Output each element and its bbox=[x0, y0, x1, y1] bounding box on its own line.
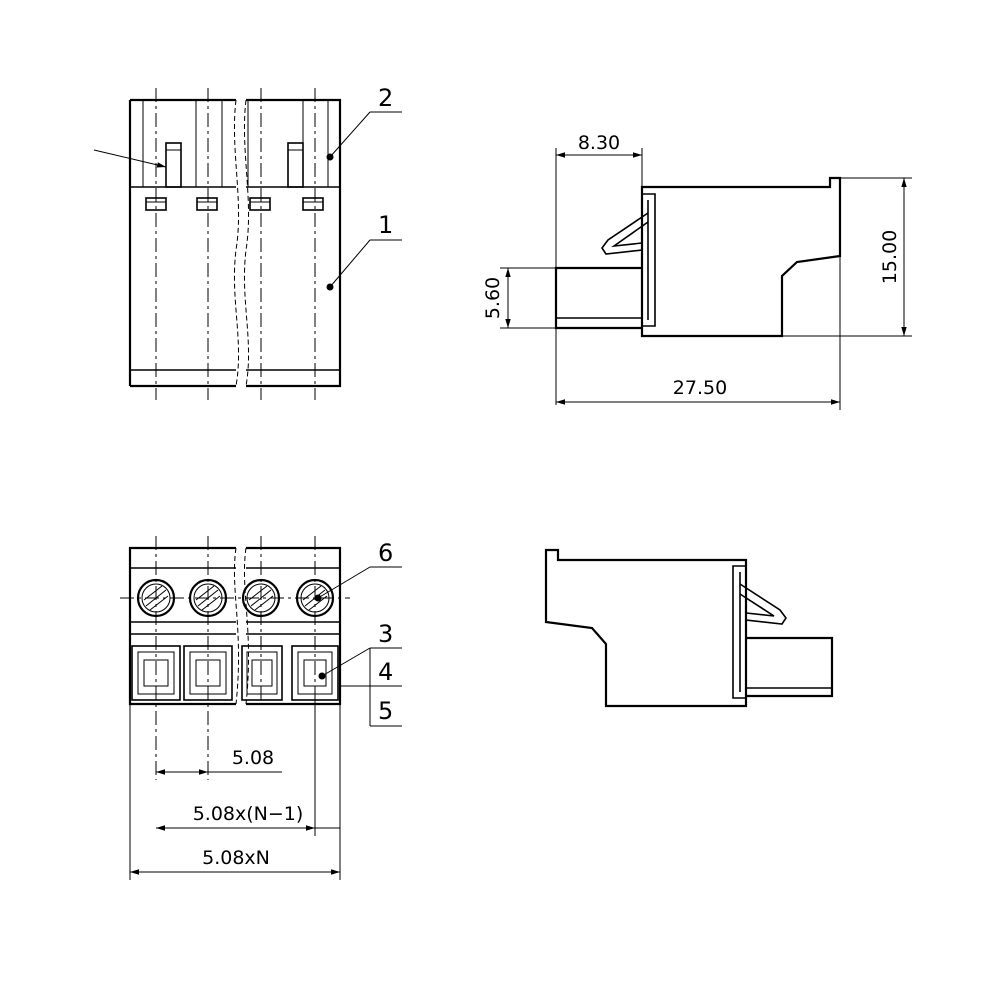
dim-pitch: 5.08 bbox=[232, 747, 274, 769]
dim-span: 5.08x(N−1) bbox=[193, 803, 304, 825]
test-window bbox=[249, 197, 271, 211]
top-view: 6 3 4 5 5.08 5.08x(N−1) 5.08xN bbox=[120, 536, 402, 880]
callout-3: 3 bbox=[378, 620, 393, 648]
dim-length: 27.50 bbox=[673, 377, 727, 399]
test-window bbox=[302, 197, 324, 211]
lock-tab bbox=[165, 142, 182, 188]
dim-pin-height: 5.60 bbox=[482, 277, 504, 319]
callout-2: 2 bbox=[378, 84, 393, 112]
front-view-outline bbox=[130, 98, 342, 388]
dim-height: 15.00 bbox=[879, 230, 901, 284]
wire-entry bbox=[241, 645, 283, 701]
callout-5: 5 bbox=[378, 697, 393, 725]
rear-side-view bbox=[544, 548, 834, 708]
lock-tab bbox=[287, 142, 304, 188]
dim-total-width: 5.08xN bbox=[202, 847, 270, 869]
callout-6: 6 bbox=[378, 539, 393, 567]
front-view: 2 1 bbox=[93, 84, 402, 400]
test-window bbox=[196, 197, 218, 211]
dim-lock-offset: 8.30 bbox=[578, 132, 620, 154]
callout-4: 4 bbox=[378, 658, 393, 686]
callout-1: 1 bbox=[378, 211, 393, 239]
rear-side-view-outline bbox=[544, 548, 748, 708]
side-view: 8.30 15.00 5.60 27.50 bbox=[482, 132, 912, 410]
side-view-outline bbox=[640, 176, 842, 338]
top-view-outline bbox=[128, 546, 342, 706]
